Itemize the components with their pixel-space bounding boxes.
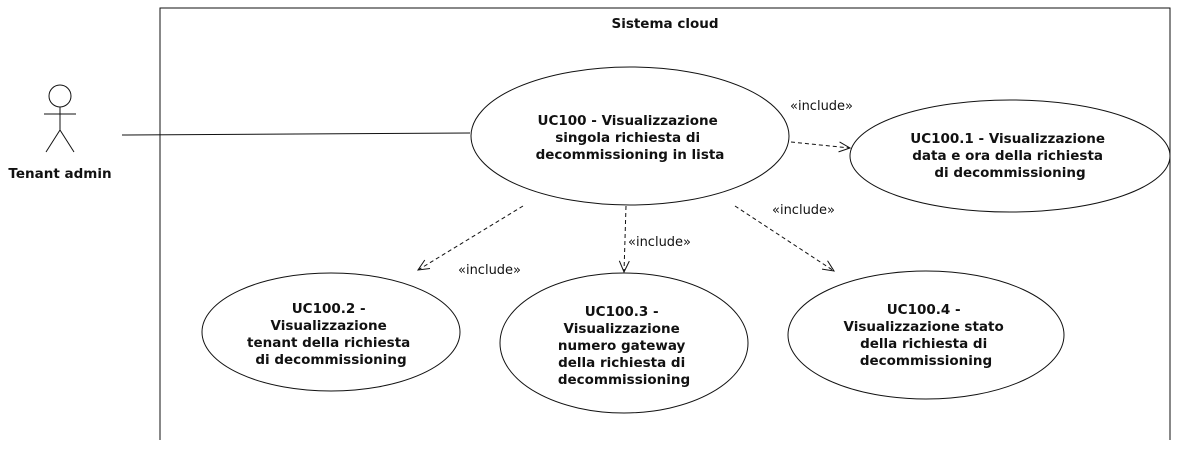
svg-text:UC100 - Visualizzazione: UC100 - Visualizzazione singola richiest… — [536, 113, 725, 163]
uc-line: numero gateway — [558, 338, 686, 354]
actor-tenant-admin[interactable]: Tenant admin — [8, 84, 112, 182]
system-boundary: Sistema cloud — [159, 7, 1171, 440]
uc-line: UC100.2 - — [292, 301, 366, 317]
uc-line: di decommissioning — [255, 352, 406, 368]
use-case-uc100-3[interactable]: UC100.3 - Visualizzazione numero gateway… — [499, 272, 749, 414]
uc-line: della richiesta di — [558, 355, 685, 371]
use-case-uc100-2[interactable]: UC100.2 - Visualizzazione tenant della r… — [201, 272, 461, 392]
svg-text:UC100.3 - Visualizzazion: UC100.3 - Visualizzazione numero gateway… — [558, 304, 690, 388]
include-label-uc100-1: «include» — [790, 99, 853, 114]
include-arrow-uc100-1 — [790, 141, 852, 153]
svg-text:UC100.1 - Visualizzazione: UC100.1 - Visualizzazione data e ora del… — [910, 131, 1109, 181]
uc-line: Visualizzazione — [271, 318, 387, 334]
use-case-uc100[interactable]: UC100 - Visualizzazione singola richiest… — [470, 66, 790, 206]
uc-line: decommissioning — [860, 353, 992, 369]
uc-line: della richiesta di — [860, 336, 987, 352]
uc-line: UC100.3 - — [585, 304, 659, 320]
actor-head — [48, 84, 72, 108]
include-label-uc100-2: «include» — [458, 263, 521, 278]
svg-text:UC100.4 - Visualizzazion: UC100.4 - Visualizzazione stato della ri… — [844, 302, 1009, 369]
include-arrow-uc100-4 — [734, 205, 836, 272]
uc-line: singola richiesta di — [555, 130, 700, 146]
actor-leg-left — [45, 129, 61, 153]
system-title: Sistema cloud — [611, 16, 718, 32]
actor-leg-right — [59, 129, 75, 153]
uc-line: decommissioning — [558, 372, 690, 388]
uc-line: decommissioning in lista — [536, 147, 725, 163]
uc-line: Visualizzazione — [564, 321, 680, 337]
use-case-uc100-4[interactable]: UC100.4 - Visualizzazione stato della ri… — [787, 270, 1065, 400]
svg-text:UC100.2 - Visualizzazion: UC100.2 - Visualizzazione tenant della r… — [247, 301, 415, 368]
uc-line: tenant della richiesta — [247, 335, 410, 351]
uc-line: UC100.1 - Visualizzazione — [910, 131, 1105, 147]
uc-line: data e ora della richiesta — [912, 148, 1103, 164]
actor-name: Tenant admin — [8, 166, 111, 182]
uc-line: di decommissioning — [934, 165, 1085, 181]
include-arrow-uc100-3 — [618, 205, 630, 274]
use-case-uc100-1[interactable]: UC100.1 - Visualizzazione data e ora del… — [849, 99, 1171, 213]
include-label-uc100-4: «include» — [772, 203, 835, 218]
uc-line: UC100 - Visualizzazione — [538, 113, 718, 129]
uc-line: Visualizzazione stato — [844, 319, 1004, 335]
include-label-uc100-3: «include» — [628, 235, 691, 250]
include-arrow-uc100-2 — [416, 205, 524, 271]
association-line — [121, 132, 471, 136]
uc-line: UC100.4 - — [887, 302, 961, 318]
